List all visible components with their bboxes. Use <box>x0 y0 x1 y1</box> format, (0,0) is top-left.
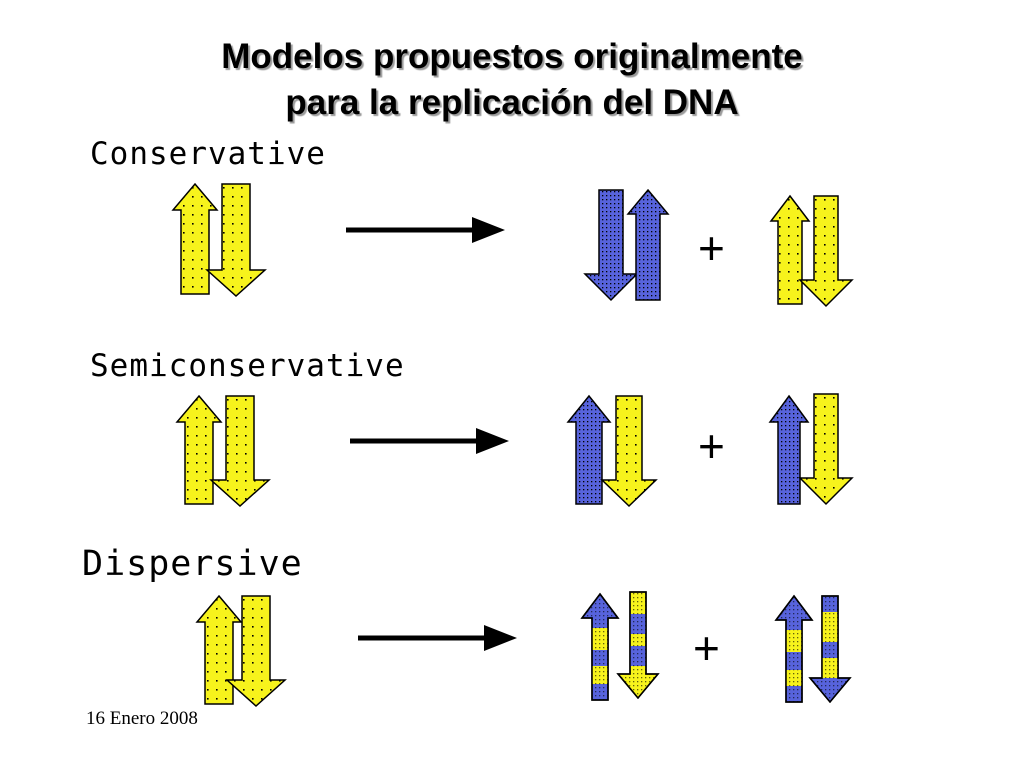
strand-down-arrow <box>600 395 658 508</box>
conservative-daughter-new <box>583 188 670 302</box>
strand-down-arrow <box>798 393 854 506</box>
strand-down-arrow <box>225 595 287 708</box>
strand-up-arrow <box>774 594 814 703</box>
strand-down-arrow <box>205 183 267 298</box>
strand-up-arrow <box>769 194 811 305</box>
dispersive-daughter-1 <box>580 591 660 701</box>
semiconservative-parent-dna <box>175 394 271 508</box>
semiconservative-row: + <box>175 393 854 508</box>
semiconservative-daughter-1 <box>566 394 658 508</box>
conservative-label: Conservative <box>90 136 326 172</box>
strand-up-arrow <box>768 394 810 505</box>
strand-up-arrow <box>566 394 612 505</box>
strand-up-arrow <box>171 182 219 295</box>
replication-arrow <box>358 625 517 651</box>
strand-down-arrow <box>209 395 271 508</box>
conservative-parent-dna <box>171 182 267 298</box>
strand-up-arrow <box>626 188 670 301</box>
strand-up-arrow <box>580 592 620 701</box>
strand-down-arrow <box>798 195 854 308</box>
footer-date: 16 Enero 2008 <box>86 708 198 729</box>
plus-sign: + <box>698 420 725 472</box>
strand-up-arrow <box>195 594 243 705</box>
semiconservative-daughter-2 <box>768 393 854 506</box>
conservative-row: + <box>171 182 854 308</box>
plus-sign: + <box>698 222 725 274</box>
semiconservative-label: Semiconservative <box>90 348 405 384</box>
title-line-2: para la replicación del DNA <box>285 83 739 122</box>
strand-down-arrow <box>616 591 660 700</box>
slide-title: Modelos propuestos originalmente para la… <box>0 34 1024 126</box>
dispersive-daughter-2 <box>774 594 852 704</box>
dispersive-row: + <box>195 591 852 708</box>
dispersive-parent-dna <box>195 594 287 708</box>
plus-sign: + <box>693 622 720 674</box>
conservative-daughter-old <box>769 194 854 308</box>
strand-down-arrow <box>583 189 639 302</box>
strand-up-arrow <box>175 394 223 505</box>
replication-arrow <box>350 428 509 454</box>
strand-down-arrow <box>808 595 852 704</box>
dispersive-label: Dispersive <box>82 544 303 584</box>
replication-arrow <box>346 217 505 243</box>
title-line-1: Modelos propuestos originalmente <box>221 37 803 76</box>
